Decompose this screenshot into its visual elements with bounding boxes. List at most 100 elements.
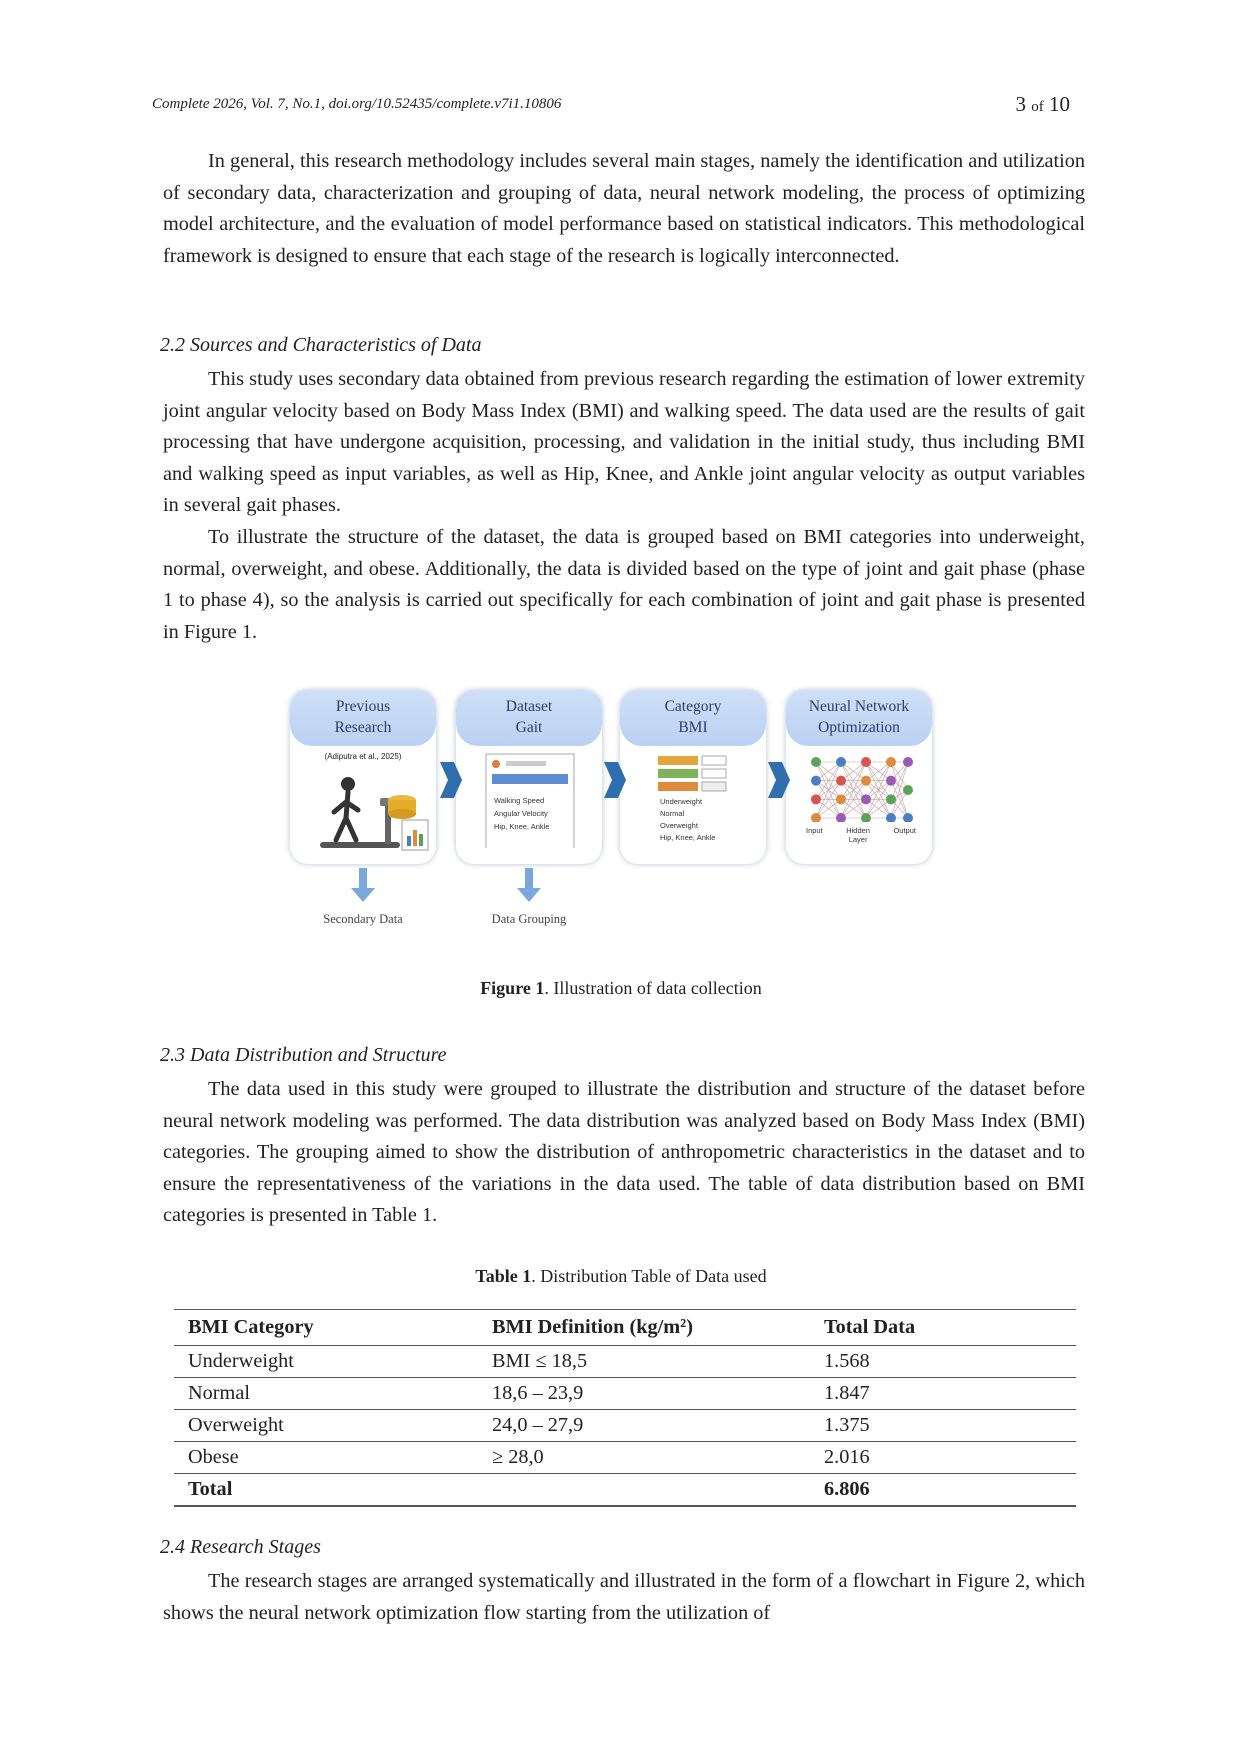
card-header: Neural Network Optimization — [786, 690, 932, 746]
nn-node — [836, 794, 846, 805]
treadmill-walker-icon — [320, 777, 429, 851]
nn-node — [903, 757, 913, 767]
card-note: (Adiputra et al., 2025) — [324, 752, 402, 761]
nn-node — [836, 757, 846, 767]
card-header: Category BMI — [620, 690, 766, 746]
table-cell: ≥ 28,0 — [478, 1441, 810, 1474]
section-heading-2-4: 2.4 Research Stages — [160, 1536, 321, 1558]
chevron-right-icon — [768, 762, 790, 798]
bmi-items: Underweight Normal Overweight Hip, Knee,… — [660, 796, 715, 844]
nn-edge — [865, 761, 892, 819]
table-1-caption: Table 1. Distribution Table of Data used — [0, 1266, 1242, 1287]
nn-edge — [840, 780, 867, 819]
nn-layer-labels: Input Hidden Layer Output — [806, 826, 916, 844]
table-cell: Underweight — [174, 1345, 478, 1378]
nn-edge — [865, 799, 892, 819]
arrow-down-icon — [517, 868, 541, 902]
card-title-line2: Research — [334, 719, 392, 736]
nn-node — [811, 813, 821, 822]
section-heading-2-3: 2.3 Data Distribution and Structure — [160, 1044, 447, 1066]
paragraph-data-source: This study uses secondary data obtained … — [163, 368, 1085, 516]
column-header: BMI Category — [174, 1309, 478, 1346]
nn-node — [886, 757, 896, 767]
nn-node — [861, 757, 871, 767]
nn-node — [886, 775, 896, 786]
table-cell: 1.375 — [810, 1409, 1076, 1442]
dataset-item: Walking Speed — [494, 796, 545, 805]
table-row: Obese ≥ 28,0 2.016 — [174, 1441, 1076, 1474]
chevron-right-icon — [440, 762, 462, 798]
bmi-item: Underweight — [660, 797, 703, 806]
label-secondary-data: Secondary Data — [323, 912, 403, 926]
card-title-line1: Dataset — [505, 698, 553, 715]
table-cell: BMI ≤ 18,5 — [478, 1345, 810, 1378]
nn-edge — [840, 761, 867, 819]
section-heading-2-2: 2.2 Sources and Characteristics of Data — [160, 334, 482, 356]
neural-network-icon — [811, 757, 913, 822]
label-data-grouping: Data Grouping — [491, 912, 567, 926]
table-1: BMI Category BMI Definition (kg/m²) Tota… — [174, 1309, 1076, 1507]
caption-label: Figure 1 — [480, 978, 545, 998]
table-cell: Obese — [174, 1441, 478, 1474]
figure-1-caption: Figure 1. Illustration of data collectio… — [0, 978, 1242, 999]
nn-edge — [890, 761, 909, 819]
nn-layer-label: Input — [806, 826, 823, 835]
card-title-line2: Gait — [515, 719, 543, 736]
page-number: 3 of 10 — [1016, 92, 1071, 117]
column-header: Total Data — [810, 1309, 1076, 1346]
nn-edge — [815, 761, 842, 819]
nn-edge — [890, 761, 909, 791]
nn-node — [861, 813, 871, 822]
caption-text: . Illustration of data collection — [544, 978, 762, 998]
nn-edge — [815, 761, 842, 781]
table-header-row: BMI Category BMI Definition (kg/m²) Tota… — [174, 1309, 1076, 1346]
table-row: Underweight BMI ≤ 18,5 1.568 — [174, 1345, 1076, 1378]
journal-citation: Complete 2026, Vol. 7, No.1, doi.org/10.… — [152, 96, 562, 112]
column-header: BMI Definition (kg/m²) — [478, 1309, 810, 1346]
page-of: of — [1031, 99, 1044, 115]
card-title-line2: Optimization — [818, 719, 900, 736]
nn-node — [811, 757, 821, 767]
nn-node — [903, 785, 913, 795]
nn-edge — [890, 761, 909, 800]
table-cell: 18,6 – 23,9 — [478, 1377, 810, 1410]
nn-node — [836, 813, 846, 822]
nn-edge — [815, 780, 842, 819]
paragraph-data-distribution: The data used in this study were grouped… — [163, 1078, 1085, 1226]
table-cell: 1.568 — [810, 1345, 1076, 1378]
caption-text: . Distribution Table of Data used — [531, 1266, 767, 1286]
paragraph-dataset-structure: To illustrate the structure of the datas… — [163, 526, 1085, 643]
nn-layer-label: Hidden Layer — [846, 826, 870, 844]
document-icon — [485, 753, 575, 848]
nn-edge — [840, 761, 867, 781]
table-cell: Total — [174, 1473, 478, 1507]
nn-edge — [890, 780, 909, 819]
nn-edge — [890, 789, 909, 819]
card-previous-research: Previous Research (Adiputra et al., 2025… — [290, 690, 436, 864]
table-cell — [478, 1473, 810, 1507]
card-dataset-gait: Dataset Gait Walking Speed Angular Veloc… — [456, 690, 602, 864]
bmi-chart-icon — [658, 755, 727, 792]
arrow-down-icon — [351, 868, 375, 902]
nn-node — [861, 775, 871, 786]
nn-edge — [865, 780, 892, 819]
nn-node — [811, 794, 821, 805]
table-cell: 24,0 – 27,9 — [478, 1409, 810, 1442]
card-neural-network: Neural Network Optimization Input Hidden… — [786, 690, 932, 864]
nn-edge — [840, 761, 867, 800]
nn-node — [903, 813, 913, 822]
table-total-row: Total 6.806 — [174, 1473, 1076, 1507]
paragraph-research-stages: The research stages are arranged systema… — [163, 1570, 1085, 1624]
page-total: 10 — [1049, 92, 1070, 116]
table-row: Normal 18,6 – 23,9 1.847 — [174, 1377, 1076, 1410]
table-cell: 1.847 — [810, 1377, 1076, 1410]
paragraph-intro: In general, this research methodology in… — [163, 150, 1085, 267]
page-current: 3 — [1015, 92, 1027, 116]
table-cell: 6.806 — [810, 1473, 1076, 1507]
running-head: Complete 2026, Vol. 7, No.1, doi.org/10.… — [152, 92, 1070, 126]
bmi-item: Normal — [660, 809, 685, 818]
card-header: Dataset Gait — [456, 690, 602, 746]
table-cell: 2.016 — [810, 1441, 1076, 1474]
nn-node — [836, 775, 846, 786]
